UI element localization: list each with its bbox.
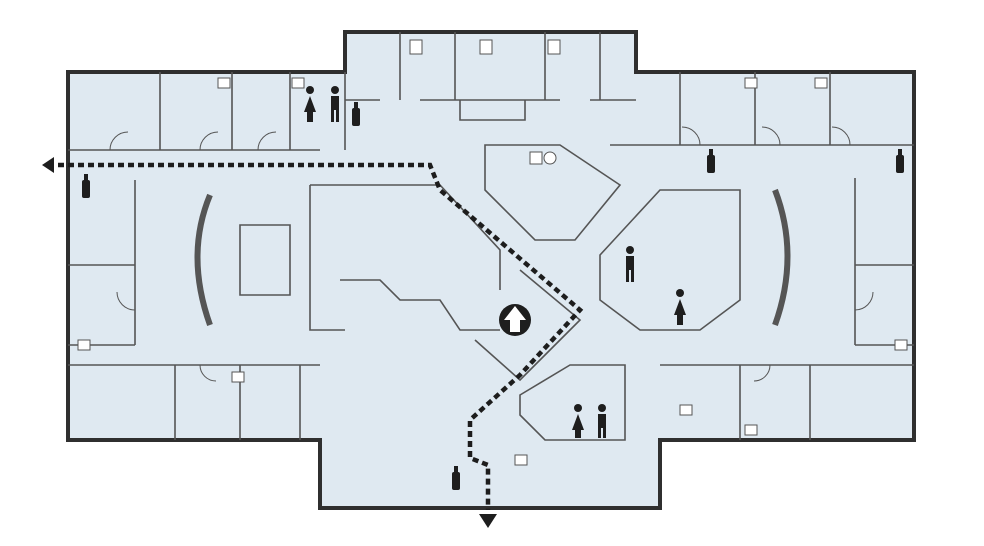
fire-extinguisher-icon <box>82 174 90 198</box>
fire-extinguisher-icon <box>452 466 460 490</box>
man-icon <box>598 404 606 438</box>
fire-extinguisher-icon <box>896 149 904 173</box>
exit-arrow-icon-west <box>42 157 54 173</box>
woman-icon <box>572 404 584 438</box>
woman-icon <box>674 289 686 325</box>
woman-icon <box>304 86 316 122</box>
fire-extinguisher-icon <box>352 102 360 126</box>
exit-arrow-icon-south <box>479 514 497 528</box>
building-outline <box>68 32 914 508</box>
man-icon <box>626 246 634 282</box>
evacuation-route <box>58 162 584 510</box>
you-are-here-icon <box>499 304 531 336</box>
exterior-wall <box>66 30 916 510</box>
interior-walls <box>68 32 914 441</box>
door-swings <box>109 126 874 382</box>
fire-extinguisher-icon <box>707 149 715 173</box>
man-icon <box>331 86 339 122</box>
sink-fixtures <box>77 39 908 466</box>
